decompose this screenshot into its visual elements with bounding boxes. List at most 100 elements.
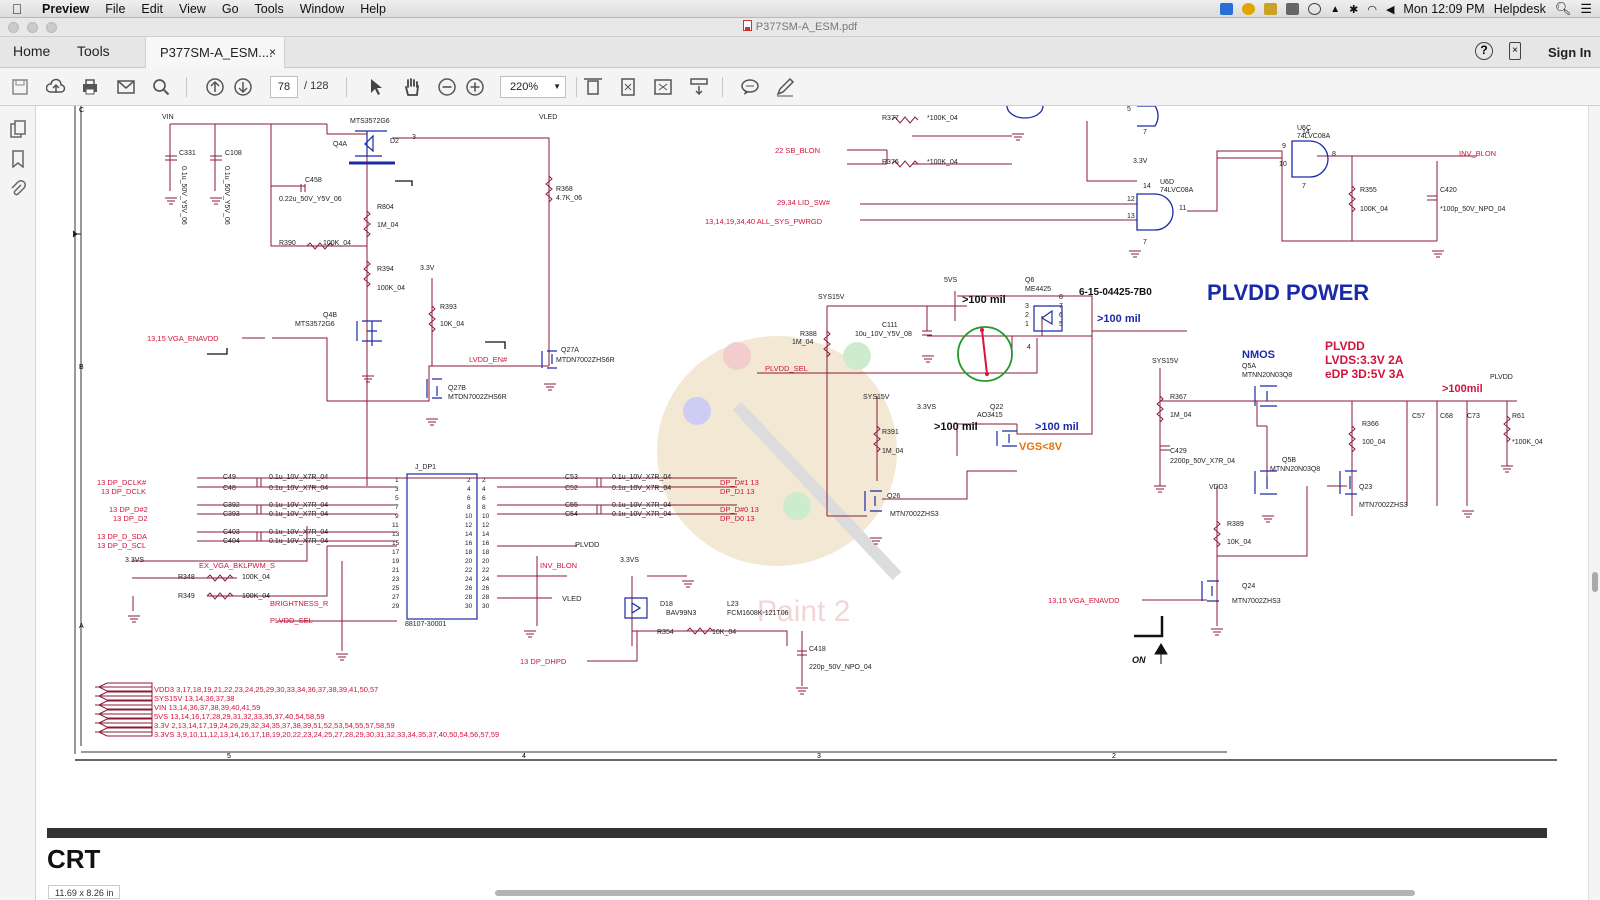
menu-window[interactable]: Window <box>299 1 345 16</box>
svg-text:BAV99N3: BAV99N3 <box>666 610 696 617</box>
next-page-icon[interactable] <box>231 75 255 99</box>
zoom-select[interactable]: 220%▼ <box>500 76 566 98</box>
full-screen-icon[interactable] <box>651 75 675 99</box>
svg-text:R391: R391 <box>882 429 899 436</box>
sign-in-button[interactable]: Sign In <box>1548 45 1592 60</box>
search-icon[interactable] <box>149 75 173 99</box>
legend-3v3: 3.3V 2,13,14,17,19,24,26,29,32,34,35,37,… <box>154 721 395 730</box>
time-machine-icon[interactable] <box>1308 3 1322 15</box>
svg-text:C52: C52 <box>565 485 578 492</box>
page-size-indicator: 11.69 x 8.26 in <box>48 885 121 899</box>
svg-text:13,15 VGA_ENAVDD: 13,15 VGA_ENAVDD <box>147 334 219 343</box>
display-icon[interactable] <box>1286 3 1300 15</box>
apple-menu-icon[interactable]:  <box>0 1 34 17</box>
spotlight-icon[interactable]: 🔍︎ <box>1554 1 1572 16</box>
status-menus: ▲ ✱ ◠ ◀ Mon 12:09 PM Helpdesk 🔍︎ ☰ <box>1220 0 1592 18</box>
zoom-window-button[interactable] <box>46 22 57 33</box>
fit-width-icon[interactable] <box>581 75 605 99</box>
tab-tools[interactable]: Tools <box>77 43 110 59</box>
svg-text:R354: R354 <box>657 629 674 636</box>
pen-icon[interactable] <box>773 75 797 99</box>
horizontal-scroll-thumb[interactable] <box>495 890 1415 896</box>
svg-text:18: 18 <box>482 549 490 556</box>
red-dot-bottom <box>985 372 989 376</box>
minimize-window-button[interactable] <box>27 22 38 33</box>
next-page-header-bar <box>47 828 1547 838</box>
menu-file[interactable]: File <box>105 1 126 16</box>
page-number-input[interactable]: 78 <box>270 76 298 98</box>
svg-text:R367: R367 <box>1170 394 1187 401</box>
notification-center-icon[interactable]: ☰ <box>1580 1 1592 16</box>
svg-text:25: 25 <box>392 585 400 592</box>
bookmark-icon[interactable] <box>10 150 26 169</box>
svg-text:4: 4 <box>482 486 486 493</box>
svg-text:1M_04: 1M_04 <box>1170 412 1192 419</box>
comment-icon[interactable] <box>738 75 762 99</box>
legend-5vs: 5VS 13,14,16,17,28,29,31,32,33,35,37,40,… <box>154 712 325 721</box>
svg-text:D18: D18 <box>660 601 673 608</box>
bluetooth-icon[interactable]: ✱ <box>1349 3 1359 16</box>
chrome-icon[interactable] <box>1242 3 1256 15</box>
svg-text:12: 12 <box>482 522 490 529</box>
vertical-scrollbar[interactable] <box>1588 106 1600 900</box>
zoom-out-icon[interactable] <box>435 75 459 99</box>
menu-tools[interactable]: Tools <box>254 1 284 16</box>
svg-text:0.1u_10V_X7R_04: 0.1u_10V_X7R_04 <box>612 502 671 509</box>
previous-page-icon[interactable] <box>203 75 227 99</box>
close-window-button[interactable] <box>8 22 19 33</box>
col-marker-2: 2 <box>1112 753 1116 760</box>
svg-text:SYS15V: SYS15V <box>1152 358 1179 365</box>
mobile-link-icon[interactable]: × <box>1509 42 1521 60</box>
menu-edit[interactable]: Edit <box>141 1 163 16</box>
email-icon[interactable] <box>114 75 138 99</box>
upload-cloud-icon[interactable] <box>44 75 68 99</box>
svg-text:*100p_50V_NPO_04: *100p_50V_NPO_04 <box>1440 206 1505 213</box>
clock[interactable]: Mon 12:09 PM <box>1403 2 1485 16</box>
save-icon[interactable] <box>8 75 32 99</box>
scroll-mode-icon[interactable] <box>687 75 711 99</box>
user-name[interactable]: Helpdesk <box>1493 2 1546 16</box>
document-view[interactable]: Paint 2 C B A 5 4 3 2 <box>37 106 1588 900</box>
vertical-scroll-thumb[interactable] <box>1592 572 1598 592</box>
svg-text:R388: R388 <box>800 331 817 338</box>
hand-tool-icon[interactable] <box>400 75 424 99</box>
attachment-icon[interactable] <box>10 180 26 198</box>
page-thumbnails-icon[interactable] <box>10 120 26 138</box>
svg-text:220p_50V_NPO_04: 220p_50V_NPO_04 <box>809 664 872 671</box>
menu-help[interactable]: Help <box>360 1 386 16</box>
svg-text:C458: C458 <box>305 177 322 184</box>
shield-icon[interactable] <box>1264 3 1278 15</box>
svg-text:SYS15V: SYS15V <box>863 394 890 401</box>
skype-icon[interactable] <box>1220 3 1234 15</box>
svg-text:10K_04: 10K_04 <box>712 629 736 636</box>
svg-text:3.3V: 3.3V <box>1133 158 1148 165</box>
select-cursor-icon[interactable] <box>364 75 388 99</box>
legend-sys15v: SYS15V 13,14,36,37,38 <box>154 694 234 703</box>
close-tab-icon[interactable]: × <box>268 45 276 59</box>
legend-vdd3: VDD3 3,17,18,19,21,22,23,24,25,29,30,33,… <box>154 685 378 694</box>
tab-home[interactable]: Home <box>13 43 51 59</box>
svg-text:2: 2 <box>482 477 486 484</box>
svg-text:*100K_04: *100K_04 <box>927 159 958 166</box>
tab-document[interactable]: P377SM-A_ESM.... × <box>145 37 285 68</box>
menu-app[interactable]: Preview <box>42 1 90 16</box>
svg-text:16: 16 <box>465 540 473 547</box>
svg-text:29: 29 <box>392 603 400 610</box>
menu-view[interactable]: View <box>178 1 206 16</box>
svg-text:Q22: Q22 <box>990 404 1003 411</box>
svg-text:10: 10 <box>482 513 490 520</box>
svg-text:1M_04: 1M_04 <box>882 448 904 455</box>
zoom-in-icon[interactable] <box>463 75 487 99</box>
eject-icon[interactable]: ▲ <box>1330 3 1341 15</box>
svg-text:R393: R393 <box>440 304 457 311</box>
svg-text:100K_04: 100K_04 <box>377 285 405 292</box>
menu-go[interactable]: Go <box>221 1 239 16</box>
wifi-icon[interactable]: ◠ <box>1367 3 1377 16</box>
volume-icon[interactable]: ◀ <box>1385 3 1395 16</box>
help-icon[interactable]: ? <box>1475 42 1493 60</box>
print-icon[interactable] <box>78 75 102 99</box>
svg-text:9: 9 <box>1282 143 1286 150</box>
fit-page-icon[interactable] <box>616 75 640 99</box>
svg-text:PLVDD_SEL: PLVDD_SEL <box>765 364 808 373</box>
svg-text:LVDD_EN#: LVDD_EN# <box>469 355 508 364</box>
